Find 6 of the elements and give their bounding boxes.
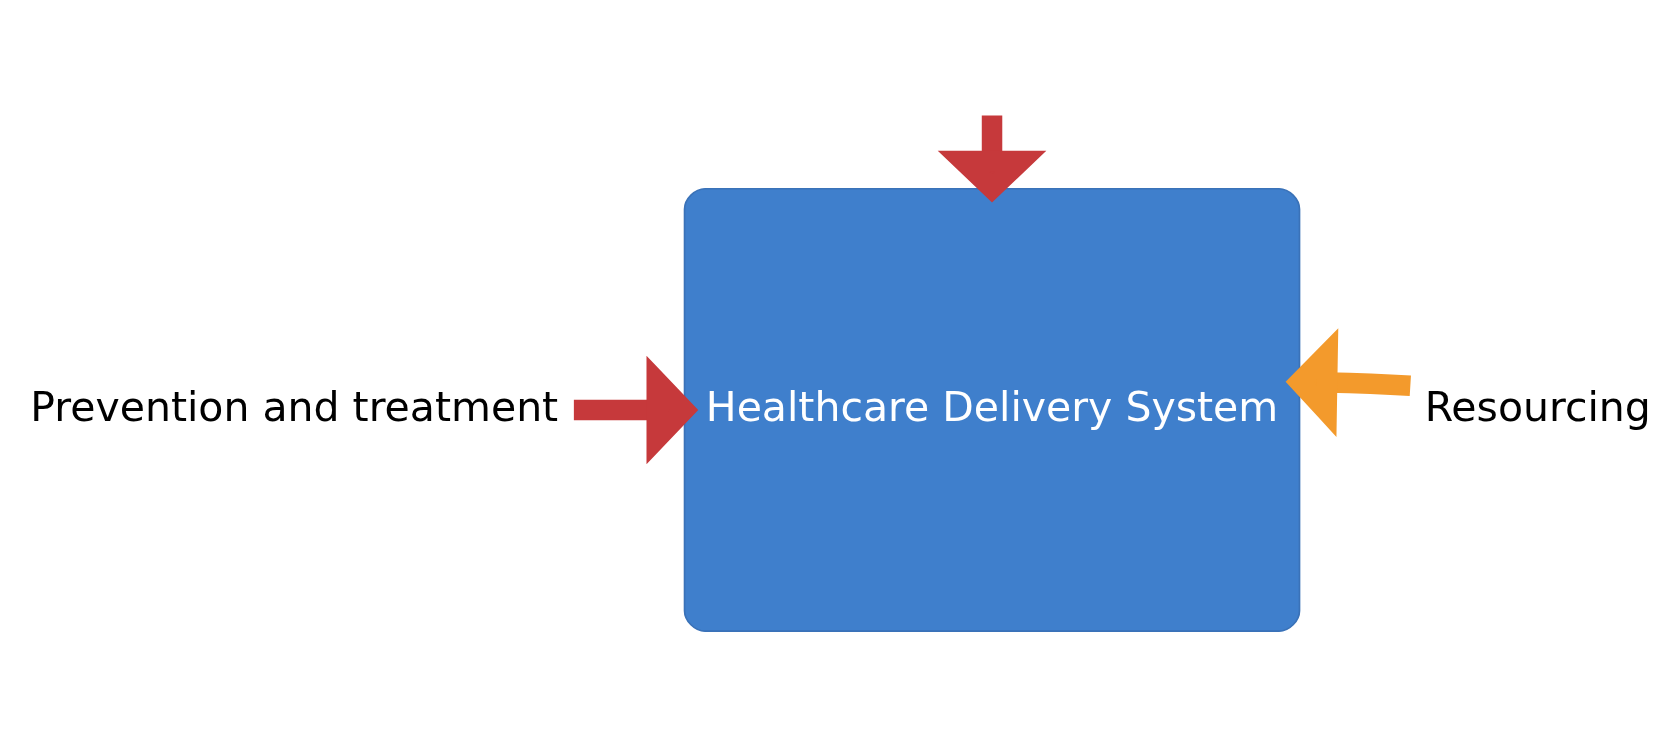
arrow	[573, 355, 699, 464]
arrow	[937, 115, 1047, 202]
node-box: Healthcare Delivery System	[683, 187, 1301, 632]
node-text: Prevention and treatment	[30, 382, 559, 431]
arrow	[1285, 327, 1411, 437]
node-text: Resourcing	[1424, 382, 1651, 431]
